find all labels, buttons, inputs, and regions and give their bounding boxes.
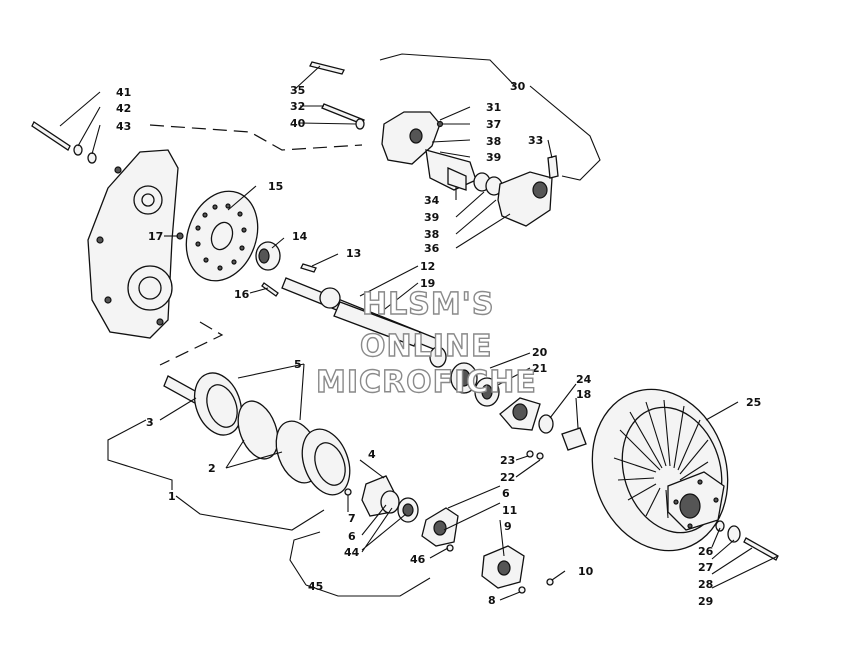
bearing-flange-right (421, 507, 459, 547)
callout-7: 7 (348, 512, 356, 525)
callout-36: 36 (424, 242, 440, 255)
washer-27 (727, 525, 741, 543)
callout-16: 16 (234, 288, 250, 301)
bearing-assembly (429, 346, 500, 407)
callout-9: 9 (504, 520, 512, 533)
callout-39: 39 (486, 151, 501, 164)
callout-29: 29 (698, 595, 713, 608)
callout-6-left: 6 (348, 530, 356, 543)
callout-45: 45 (308, 580, 323, 593)
nut-8 (518, 586, 526, 594)
centerline-lower (159, 321, 224, 366)
callout-10: 10 (578, 565, 594, 578)
callout-25: 25 (746, 396, 761, 409)
bearing-flange-left (361, 475, 419, 523)
callout-26: 26 (698, 545, 714, 558)
callout-14: 14 (292, 230, 308, 243)
bolt-10 (546, 578, 554, 586)
washer-23 (526, 450, 534, 458)
callout-40: 40 (290, 117, 306, 130)
callout-34: 34 (424, 194, 440, 207)
callout-33: 33 (528, 134, 543, 147)
callout-1: 1 (168, 490, 176, 503)
bolt-22 (536, 452, 544, 460)
callout-4: 4 (368, 448, 376, 461)
watermark-line-3: MICROFICHE (316, 365, 537, 400)
bearing-housing (499, 397, 541, 431)
callout-12: 12 (420, 260, 435, 273)
callout-5: 5 (294, 358, 302, 371)
bleeder-37 (436, 120, 444, 128)
bolt-41 (31, 121, 71, 151)
drive-shaft-assembly (163, 372, 351, 496)
callout-28: 28 (698, 578, 713, 591)
callout-11: 11 (502, 504, 517, 517)
washer-42 (73, 144, 83, 156)
watermark: HLSM'S ONLINE MICROFICHE (315, 286, 537, 400)
callout-17: 17 (148, 230, 163, 243)
washer-43 (87, 152, 97, 164)
callout-27: 27 (698, 561, 713, 574)
nut-7 (344, 488, 352, 496)
callout-18: 18 (576, 388, 591, 401)
spacer-18 (561, 427, 587, 451)
callout-37: 37 (486, 118, 501, 131)
pin-35 (309, 61, 345, 75)
washer-40 (355, 118, 365, 130)
watermark-line-2: ONLINE (360, 329, 493, 364)
washer-24 (538, 414, 554, 434)
callout-42: 42 (116, 102, 131, 115)
callout-32: 32 (290, 100, 305, 113)
callout-38-lower: 38 (424, 228, 439, 241)
bolt-28 (743, 537, 779, 561)
callout-41: 41 (116, 86, 131, 99)
callout-22: 22 (500, 471, 515, 484)
callout-20: 20 (532, 346, 548, 359)
callout-31: 31 (486, 101, 501, 114)
brake-disc (185, 190, 259, 282)
callout-6-right: 6 (502, 487, 510, 500)
callout-13: 13 (346, 247, 361, 260)
chaincase-housing (87, 149, 179, 339)
leader-lines (59, 53, 779, 601)
driven-clutch (591, 388, 729, 552)
callout-labels: 41 42 43 15 17 14 16 13 12 19 20 21 24 1… (116, 80, 761, 608)
end-plate-9 (481, 545, 525, 589)
fitting-33 (547, 155, 559, 179)
callout-35: 35 (290, 84, 305, 97)
callout-15: 15 (268, 180, 283, 193)
callout-43: 43 (116, 120, 131, 133)
callout-23: 23 (500, 454, 515, 467)
callout-2: 2 (208, 462, 216, 475)
centerline-upper (149, 124, 363, 151)
callout-3: 3 (146, 416, 154, 429)
callout-38: 38 (486, 135, 501, 148)
bolt-16 (261, 282, 279, 297)
callout-44: 44 (344, 546, 360, 559)
callout-30: 30 (510, 80, 526, 93)
jackshaft (281, 277, 441, 351)
callout-8: 8 (488, 594, 496, 607)
callout-39-lower: 39 (424, 211, 439, 224)
callout-19: 19 (420, 277, 435, 290)
callout-24: 24 (576, 373, 592, 386)
watermark-line-1: HLSM'S (362, 287, 494, 322)
callout-21: 21 (532, 362, 547, 375)
brake-caliper-assembly (381, 111, 553, 227)
washer-26 (715, 520, 725, 532)
callout-46: 46 (410, 553, 426, 566)
key-13 (300, 263, 317, 273)
brake-hub (255, 241, 281, 271)
